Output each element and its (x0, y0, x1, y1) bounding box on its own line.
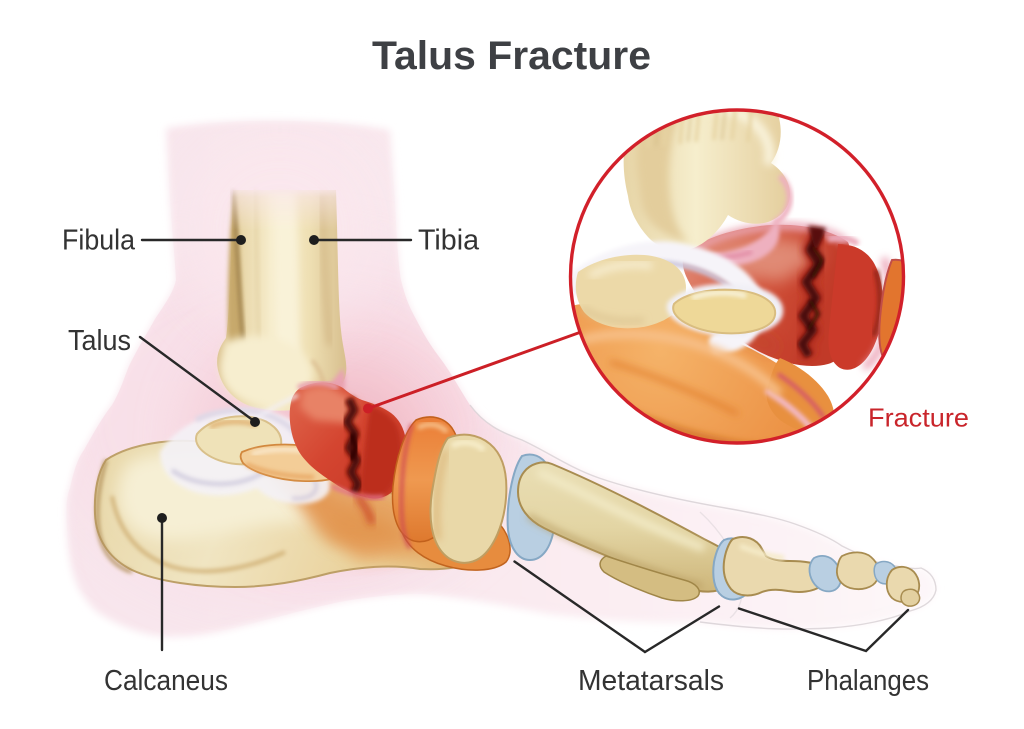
svg-text:Talus Fracture: Talus Fracture (372, 34, 651, 78)
svg-text:Calcaneus: Calcaneus (104, 665, 228, 697)
svg-text:Fracture: Fracture (868, 403, 969, 433)
svg-text:Tibia: Tibia (418, 225, 480, 257)
svg-text:Phalanges: Phalanges (807, 665, 929, 697)
svg-text:Talus: Talus (68, 325, 131, 357)
svg-text:Fibula: Fibula (62, 225, 136, 257)
svg-text:Metatarsals: Metatarsals (578, 665, 724, 697)
